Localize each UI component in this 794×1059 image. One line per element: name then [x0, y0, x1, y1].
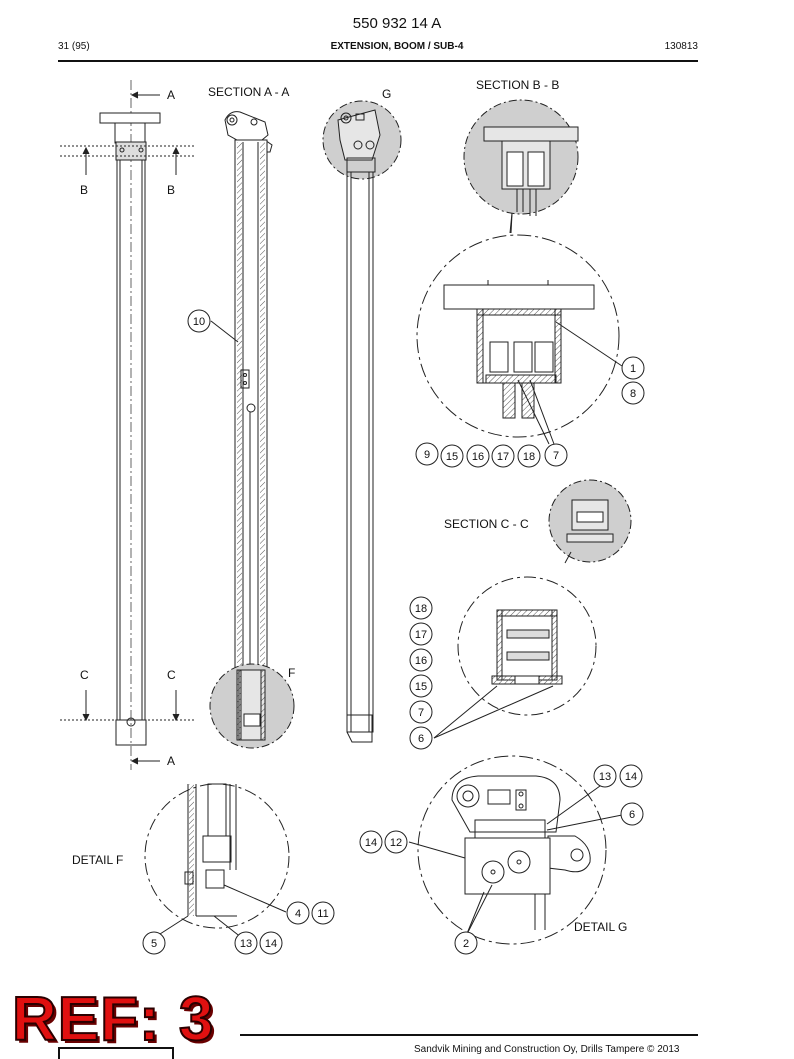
boom-side-view [322, 100, 402, 743]
cut-c-left-label: C [80, 668, 89, 682]
callout-6: 6 [418, 733, 424, 745]
detail-g-mark: G [382, 87, 391, 101]
callout-4: 4 [295, 908, 301, 920]
section-cc-label: SECTION C - C [444, 517, 529, 531]
callout-10: 10 [193, 316, 205, 328]
boom-front-view [60, 80, 195, 770]
callout-8: 8 [630, 388, 636, 400]
section-bb-small [463, 99, 579, 234]
callout-6: 6 [629, 809, 635, 821]
footer-rule [240, 1034, 698, 1036]
date-code: 130813 [664, 41, 698, 52]
detail-f-drawing [144, 783, 290, 939]
callout-5: 5 [151, 938, 157, 950]
callout-2: 2 [463, 938, 469, 950]
section-cc-large [433, 576, 597, 739]
callout-12: 12 [390, 837, 402, 849]
callout-18: 18 [523, 451, 535, 463]
cut-c-right-label: C [167, 668, 176, 682]
ref-stamp: REF: 3 [11, 984, 215, 1055]
callout-11: 11 [317, 908, 328, 920]
callout-1: 1 [630, 363, 636, 375]
section-aa-label: SECTION A - A [208, 85, 289, 99]
header-rule [58, 60, 698, 62]
detail-f-mark: F [288, 666, 295, 680]
callout-14: 14 [625, 771, 637, 783]
detail-g-label: DETAIL G [574, 920, 627, 934]
detail-f-marker [209, 663, 295, 749]
callout-13: 13 [599, 771, 611, 783]
cut-b-right-label: B [167, 183, 175, 197]
detail-g-drawing [408, 755, 623, 945]
footer-copyright: Sandvik Mining and Construction Oy, Dril… [414, 1044, 680, 1055]
section-cc-small [548, 479, 632, 564]
sandvik-logo [58, 1047, 174, 1059]
callout-13: 13 [240, 938, 252, 950]
callout-16: 16 [472, 451, 484, 463]
callout-14: 14 [265, 938, 277, 950]
section-aa-drawing [224, 111, 273, 741]
section-bb-label: SECTION B - B [476, 78, 559, 92]
detail-f-label: DETAIL F [72, 853, 123, 867]
callout-14: 14 [365, 837, 377, 849]
cut-a-top-label: A [167, 88, 175, 102]
cut-b-left-label: B [80, 183, 88, 197]
callout-17: 17 [415, 629, 427, 641]
cut-a-bottom-label: A [167, 754, 175, 768]
document-number: 550 932 14 A [352, 15, 442, 32]
callout-17: 17 [497, 451, 509, 463]
callout-15: 15 [446, 451, 458, 463]
section-bb-large [416, 234, 623, 445]
callout-7: 7 [418, 707, 424, 719]
callout-9: 9 [424, 449, 430, 461]
callout-18: 18 [415, 603, 427, 615]
page-number: 31 (95) [58, 41, 90, 52]
callout-7: 7 [553, 450, 559, 462]
drawing-subtitle: EXTENSION, BOOM / SUB-4 [330, 41, 464, 52]
callout-16: 16 [415, 655, 427, 667]
callout-15: 15 [415, 681, 427, 693]
